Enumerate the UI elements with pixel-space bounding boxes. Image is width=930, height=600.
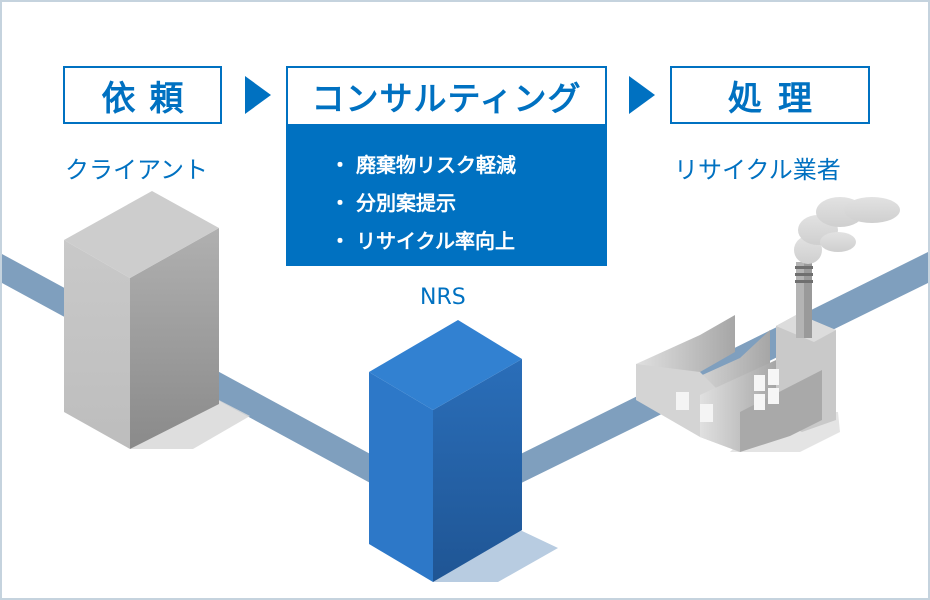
step-request-label: 依頼: [101, 78, 198, 119]
client-label: クライアント: [65, 156, 209, 184]
consulting-item-text: 分別案提示: [356, 191, 456, 215]
step-consulting-label: コンサルティング: [311, 79, 582, 118]
consulting-item: ・分別案提示: [330, 184, 607, 222]
nrs-building-icon: [369, 320, 558, 582]
consulting-item: ・リサイクル率向上: [330, 222, 607, 260]
step-processing-label: 処理: [728, 78, 828, 119]
consulting-item: ・廃棄物リスク軽減: [330, 146, 607, 184]
step-consulting: コンサルティング: [286, 66, 607, 126]
consulting-item-text: リサイクル率向上: [356, 229, 515, 253]
step-processing: 処理: [670, 66, 870, 124]
smoke-icon: [794, 197, 900, 264]
step-request: 依頼: [63, 66, 222, 124]
triangle-right-icon: [629, 76, 655, 114]
triangle-right-icon: [245, 76, 271, 114]
bullet-icon: ・: [330, 153, 350, 177]
consulting-list: ・廃棄物リスク軽減 ・分別案提示 ・リサイクル率向上: [330, 146, 607, 260]
consulting-details-panel: ・廃棄物リスク軽減 ・分別案提示 ・リサイクル率向上: [286, 126, 607, 266]
recycler-label: リサイクル業者: [674, 156, 841, 184]
nrs-label: NRS: [420, 285, 466, 310]
bullet-icon: ・: [330, 229, 350, 253]
factory-icon: [636, 197, 900, 452]
consulting-item-text: 廃棄物リスク軽減: [356, 153, 516, 177]
bullet-icon: ・: [330, 191, 350, 215]
client-building-icon: [64, 191, 250, 449]
